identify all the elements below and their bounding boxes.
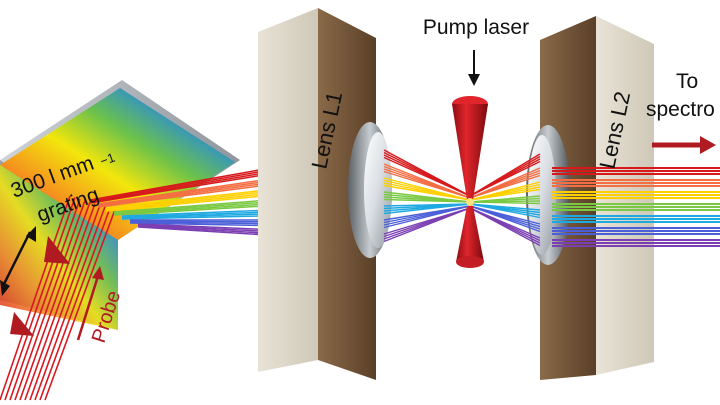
focus-ray (469, 205, 541, 233)
lens-l1-panel (258, 8, 376, 380)
probe-ray (14, 200, 86, 401)
probe-ray (29, 204, 101, 401)
probe-ray (4, 197, 76, 401)
pump-laser-label: Pump laser (423, 16, 529, 39)
probe-ray (44, 209, 116, 401)
probe-ray (39, 207, 111, 401)
focus-ray (383, 203, 471, 215)
grating-tilt-arrow-icon (0, 226, 36, 296)
probe-beam-arrowheads (10, 236, 70, 336)
probe-ray (34, 206, 106, 401)
lens-l1 (348, 122, 392, 258)
to-spectrometer-label-line2: spectro (646, 98, 715, 121)
focus-ray (469, 201, 541, 205)
output-arrow-icon (652, 136, 716, 154)
pump-laser-beam (452, 96, 488, 268)
focus-ray (469, 174, 541, 199)
focus-ray (469, 160, 541, 197)
focus-ray (383, 184, 471, 201)
focus-ray (469, 207, 541, 247)
probe-arrow-icon (76, 266, 104, 341)
focus-ray (469, 203, 541, 219)
probe-ray (9, 198, 81, 401)
focus-ray (469, 188, 541, 201)
focus-ray (383, 198, 471, 203)
probe-ray (19, 201, 91, 401)
focus-ray (383, 205, 471, 229)
focus-ray (383, 207, 471, 243)
focused-beams (383, 149, 541, 247)
probe-beam-bundle (0, 195, 116, 401)
to-spectrometer-label-line1: To (676, 70, 698, 93)
output-beams (552, 167, 720, 247)
focus-ray (383, 156, 471, 197)
focus-ray (383, 170, 471, 199)
pump-arrow-icon (468, 50, 480, 86)
probe-ray (24, 203, 96, 401)
probe-ray (0, 195, 71, 401)
grating-label-exponent: −1 (98, 150, 117, 169)
